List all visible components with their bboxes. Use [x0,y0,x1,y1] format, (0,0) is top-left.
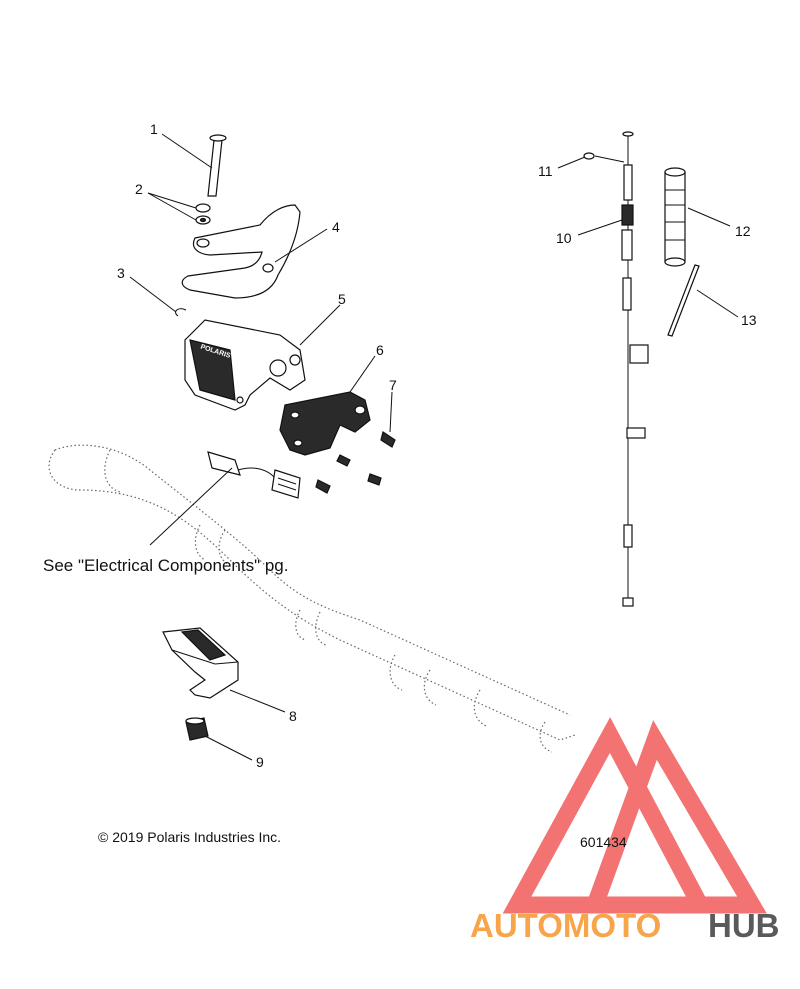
sleeve-part-12 [664,167,686,267]
callout-9: 9 [256,754,264,770]
screws-part-7 [315,431,396,494]
washer-part-2 [195,203,211,225]
watermark-text-right: HUB [708,907,780,944]
handlebar [48,444,576,753]
switch-housing-part-5: POLARIS [184,319,306,411]
copyright-text: © 2019 Polaris Industries Inc. [98,829,281,845]
electrical-note: See "Electrical Components" pg. [43,556,288,575]
callout-11: 11 [538,163,553,179]
leader-lines [129,133,739,761]
clip-part-3 [175,308,187,317]
callout-2: 2 [135,181,143,197]
bracket-part-8 [162,627,239,699]
callout-10: 10 [556,230,572,246]
watermark-logo-icon [502,717,767,914]
callout-4: 4 [332,219,340,235]
callout-numbers: 1 2 3 4 5 6 7 8 9 10 11 12 13 [117,121,757,770]
cable-part-10 [621,131,649,607]
callout-5: 5 [338,291,346,307]
switch-cover-part-6 [279,391,371,456]
watermark-text-left: AUTOMOTO [470,907,661,944]
callout-3: 3 [117,265,125,281]
callout-8: 8 [289,708,297,724]
bolt-part-1 [207,134,227,197]
watermark: AUTOMOTO HUB [470,907,780,944]
harness-connector [207,451,301,499]
callout-12: 12 [735,223,751,239]
callout-7: 7 [389,377,397,393]
grommet-part-9 [185,717,209,741]
clamp-bracket-part-4 [181,204,301,299]
tie-strap-part-13 [667,264,700,337]
callout-6: 6 [376,342,384,358]
callout-1: 1 [150,121,158,137]
diagram-number: 601434 [580,834,627,850]
clip-part-11 [583,152,595,160]
callout-13: 13 [741,312,757,328]
